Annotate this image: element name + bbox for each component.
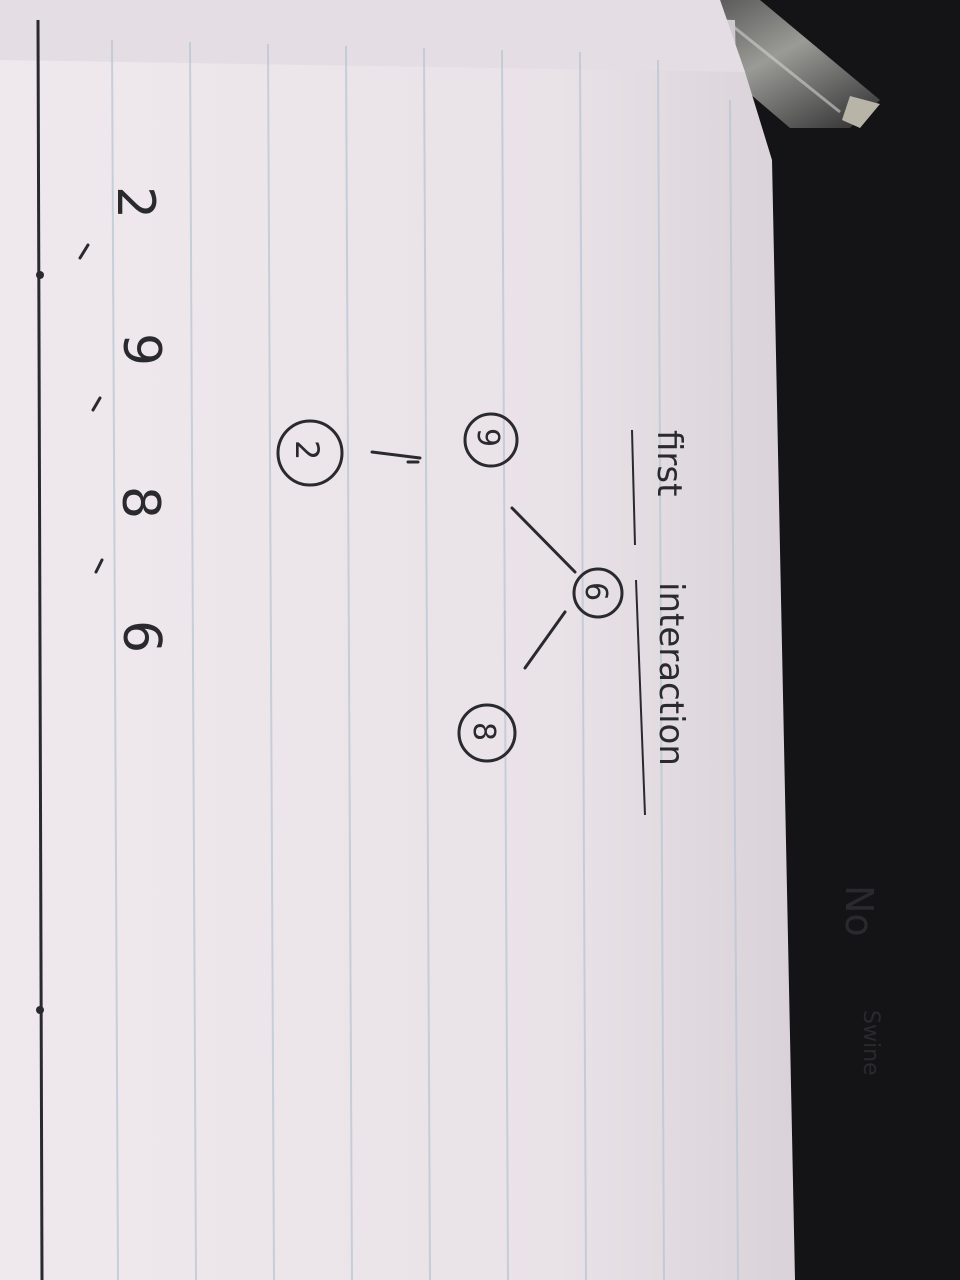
seq-item-1: 2 — [105, 186, 165, 219]
margin-line — [36, 19, 44, 1280]
traversal-sequence: 2 9 8 6 — [78, 186, 171, 653]
heading-interaction: interaction — [651, 582, 691, 766]
svg-text:8: 8 — [466, 722, 501, 741]
svg-text:2: 2 — [288, 440, 326, 460]
side-note-no: No — [837, 885, 881, 937]
side-note-swine: Swine — [858, 1010, 883, 1076]
svg-text:9: 9 — [470, 428, 505, 447]
tree-edges — [370, 450, 577, 670]
tree-node-left: 9 — [463, 412, 519, 468]
ruled-lines — [111, 39, 739, 1280]
seq-item-2: 9 — [111, 333, 171, 366]
heading-underlines — [631, 429, 646, 816]
seq-item-3: 8 — [110, 486, 170, 519]
notebook-page — [0, 0, 795, 1280]
seq-item-4: 6 — [111, 620, 171, 653]
page-fold — [0, 0, 745, 72]
tree-node-root: 6 — [572, 567, 624, 619]
tree-node-right: 8 — [457, 703, 517, 763]
svg-text:6: 6 — [578, 582, 613, 601]
tree-node-grandchild: 2 — [276, 419, 344, 487]
heading-first: first — [649, 430, 689, 496]
